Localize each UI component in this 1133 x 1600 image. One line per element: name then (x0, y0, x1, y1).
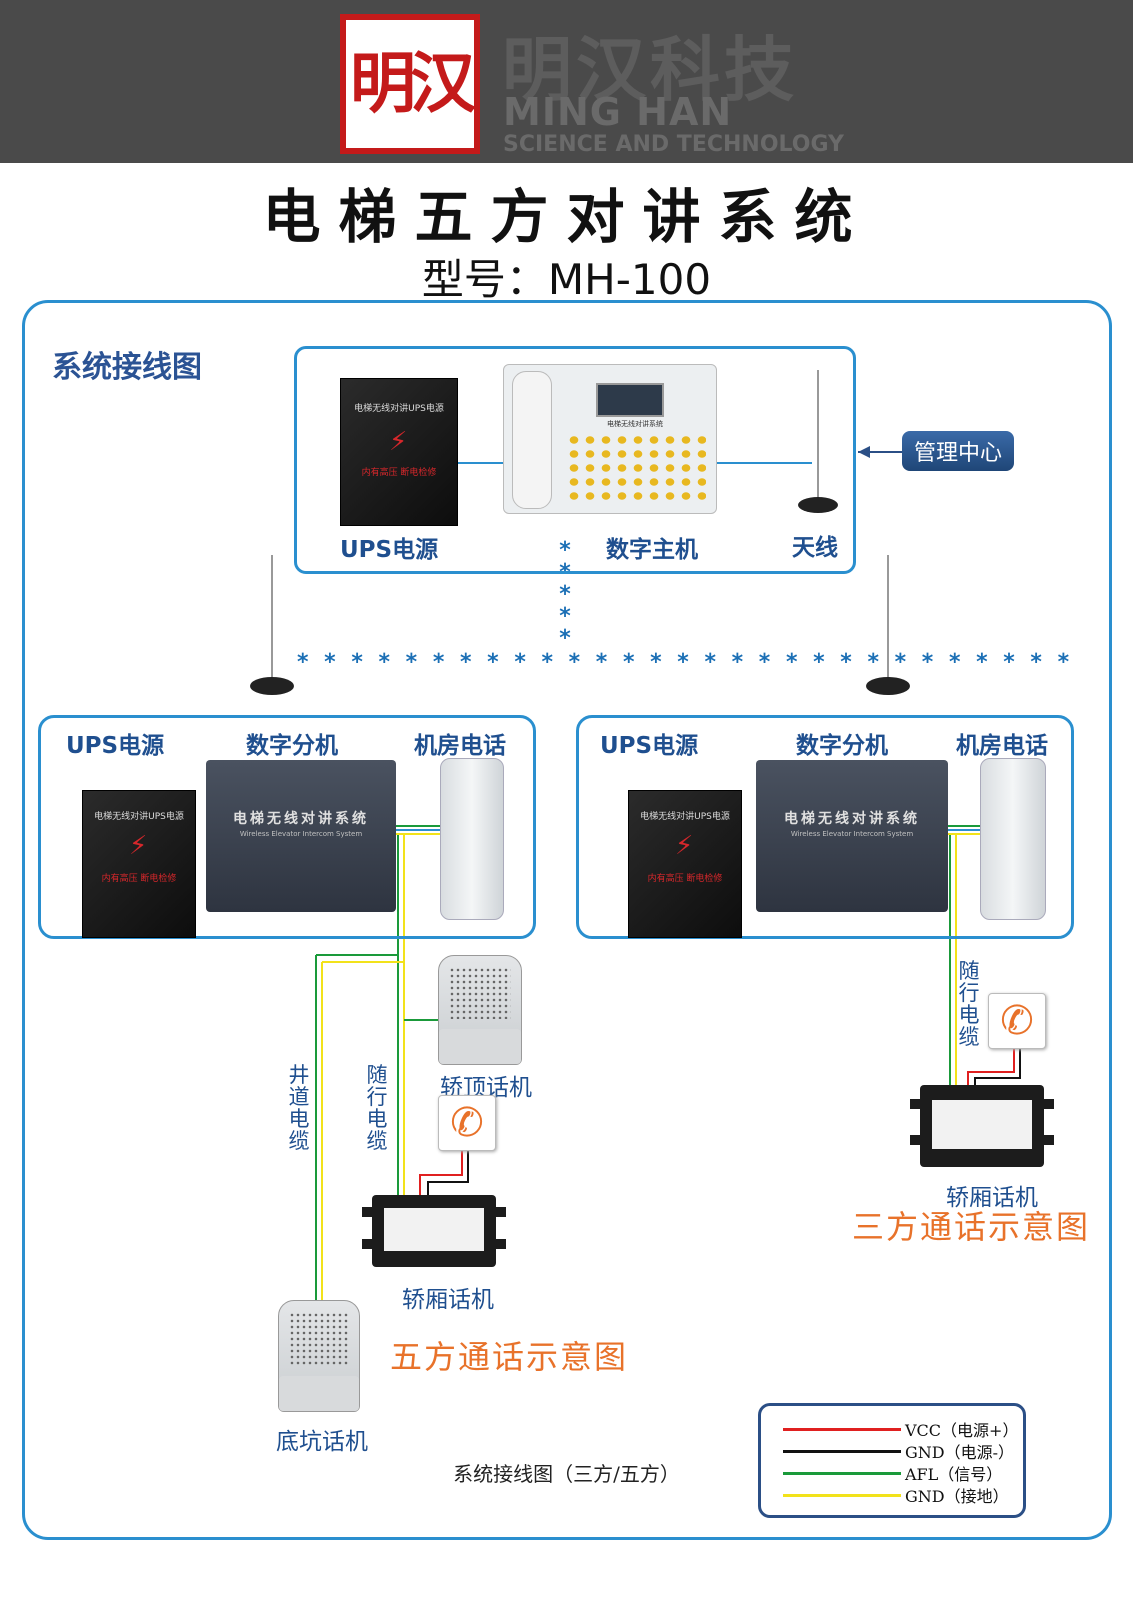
logo-glyph: 汉 (410, 44, 476, 122)
pit-speaker-device (278, 1300, 360, 1412)
control-center-box (294, 346, 856, 574)
pit-phone-label: 底坑话机 (276, 1429, 368, 1455)
right-unit-box (576, 715, 1074, 939)
management-center-badge: 管理中心 (902, 431, 1014, 471)
three-way-car-controller (910, 1085, 1054, 1167)
travel-cable-label: 随行电缆 (366, 1063, 388, 1153)
ups-warning-text: 内有高压 断电检修 (101, 874, 177, 884)
antenna-label: 天线 (792, 535, 838, 561)
wireless-link: * * * * * * * * * * * * * * * * * * * * … (297, 650, 1074, 675)
ups-warning-text: 内有高压 断电检修 (647, 874, 723, 884)
wire-color-legend: VCC（电源+） GND（电源-） AFL（信号） GND（接地） (758, 1403, 1026, 1518)
brand-name-en: MING HAN (503, 90, 733, 134)
lightning-icon: ⚡ (389, 427, 408, 457)
right-digital-extension: 电梯无线对讲系统 Wireless Elevator Intercom Syst… (756, 760, 948, 912)
car-top-speaker-device (438, 955, 522, 1065)
right-machine-room-phone (980, 758, 1046, 920)
logo-glyph: 明 (350, 44, 416, 122)
legend-line-ground (783, 1494, 901, 1497)
controller-pin (494, 1239, 506, 1249)
extension-text: 电梯无线对讲系统 (233, 811, 369, 827)
car-controller-device (362, 1195, 506, 1267)
left-unit-box (38, 715, 536, 939)
legend-line-gnd (783, 1450, 901, 1453)
keypad (566, 433, 706, 505)
left-machine-room-phone (440, 758, 504, 920)
ups-device-text: 电梯无线对讲UPS电源 (354, 404, 444, 414)
legend-line-vcc (783, 1428, 901, 1431)
three-way-caption: 三方通话示意图 (852, 1208, 1091, 1246)
controller-label-plate (932, 1099, 1032, 1149)
ups-device-text: 电梯无线对讲UPS电源 (94, 812, 184, 822)
left-ups-device: 电梯无线对讲UPS电源 ⚡ 内有高压 断电检修 (82, 790, 196, 938)
header-banner (0, 0, 1133, 163)
left-digital-extension: 电梯无线对讲系统 Wireless Elevator Intercom Syst… (206, 760, 396, 912)
model-number: 型号：MH-100 (421, 255, 712, 304)
controller-label-plate (384, 1207, 484, 1252)
left-phone-label: 机房电话 (414, 733, 506, 759)
legend-text-afl: AFL（信号） (905, 1465, 1003, 1484)
lcd-screen (596, 383, 664, 417)
extension-subtext: Wireless Elevator Intercom System (239, 830, 363, 838)
extension-subtext: Wireless Elevator Intercom System (790, 830, 914, 838)
controller-pin (362, 1239, 374, 1249)
footer-caption: 系统接线图（三方/五方） (453, 1462, 680, 1486)
car-phone-label: 轿厢话机 (402, 1287, 494, 1313)
legend-text-gnd: GND（电源-） (905, 1443, 1015, 1462)
digital-host-device: 电梯无线对讲系统 (503, 364, 717, 514)
brand-subtitle: SCIENCE AND TECHNOLOGY (503, 132, 844, 157)
ups-device-text: 电梯无线对讲UPS电源 (640, 812, 730, 822)
extension-text: 电梯无线对讲系统 (784, 811, 920, 827)
right-phone-label: 机房电话 (956, 733, 1048, 759)
handset-icon (512, 371, 552, 509)
right-ups-label: UPS电源 (600, 733, 699, 759)
three-way-car-phone-label: 轿厢话机 (946, 1185, 1038, 1211)
speaker-grill (448, 966, 512, 1019)
speaker-grill (288, 1312, 350, 1365)
legend-text-vcc: VCC（电源+） (905, 1421, 1019, 1440)
controller-pin (910, 1135, 922, 1145)
three-way-travel-cable-label: 随行电缆 (958, 959, 980, 1049)
page-title: 电梯五方对讲系统 (262, 183, 871, 251)
shaft-cable-label: 井道电缆 (288, 1063, 310, 1153)
right-ups-device: 电梯无线对讲UPS电源 ⚡ 内有高压 断电检修 (628, 790, 742, 938)
controller-pin (494, 1207, 506, 1217)
five-way-caption: 五方通话示意图 (390, 1338, 629, 1376)
section-title: 系统接线图 (52, 350, 202, 385)
ups-power-device: 电梯无线对讲UPS电源 ⚡ 内有高压 断电检修 (340, 378, 458, 526)
legend-text-ground: GND（接地） (905, 1487, 1009, 1506)
controller-pin (362, 1207, 374, 1217)
host-label: 数字主机 (606, 537, 698, 563)
speaker-base (279, 1375, 359, 1411)
left-extension-label: 数字分机 (246, 733, 338, 759)
company-logo: 明 汉 (340, 14, 480, 154)
diagram-frame (22, 300, 1112, 1540)
phone-handset-icon: ✆ (1000, 998, 1034, 1044)
controller-pin (910, 1099, 922, 1109)
left-ups-label: UPS电源 (66, 733, 165, 759)
lightning-icon: ⚡ (129, 831, 148, 861)
ups-warning-text: 内有高压 断电检修 (361, 468, 437, 478)
phone-handset-icon: ✆ (450, 1100, 484, 1146)
host-device-text: 电梯无线对讲系统 (607, 420, 663, 428)
right-extension-label: 数字分机 (796, 733, 888, 759)
ups-label: UPS电源 (340, 537, 439, 563)
car-handset-icon-box: ✆ (438, 1095, 496, 1151)
speaker-base (439, 1029, 521, 1064)
legend-line-afl (783, 1472, 901, 1475)
brand-name-cn: 明汉科技 (502, 29, 798, 111)
lightning-icon: ⚡ (675, 831, 694, 861)
controller-pin (1042, 1135, 1054, 1145)
controller-pin (1042, 1099, 1054, 1109)
three-way-handset-icon-box: ✆ (988, 993, 1046, 1049)
